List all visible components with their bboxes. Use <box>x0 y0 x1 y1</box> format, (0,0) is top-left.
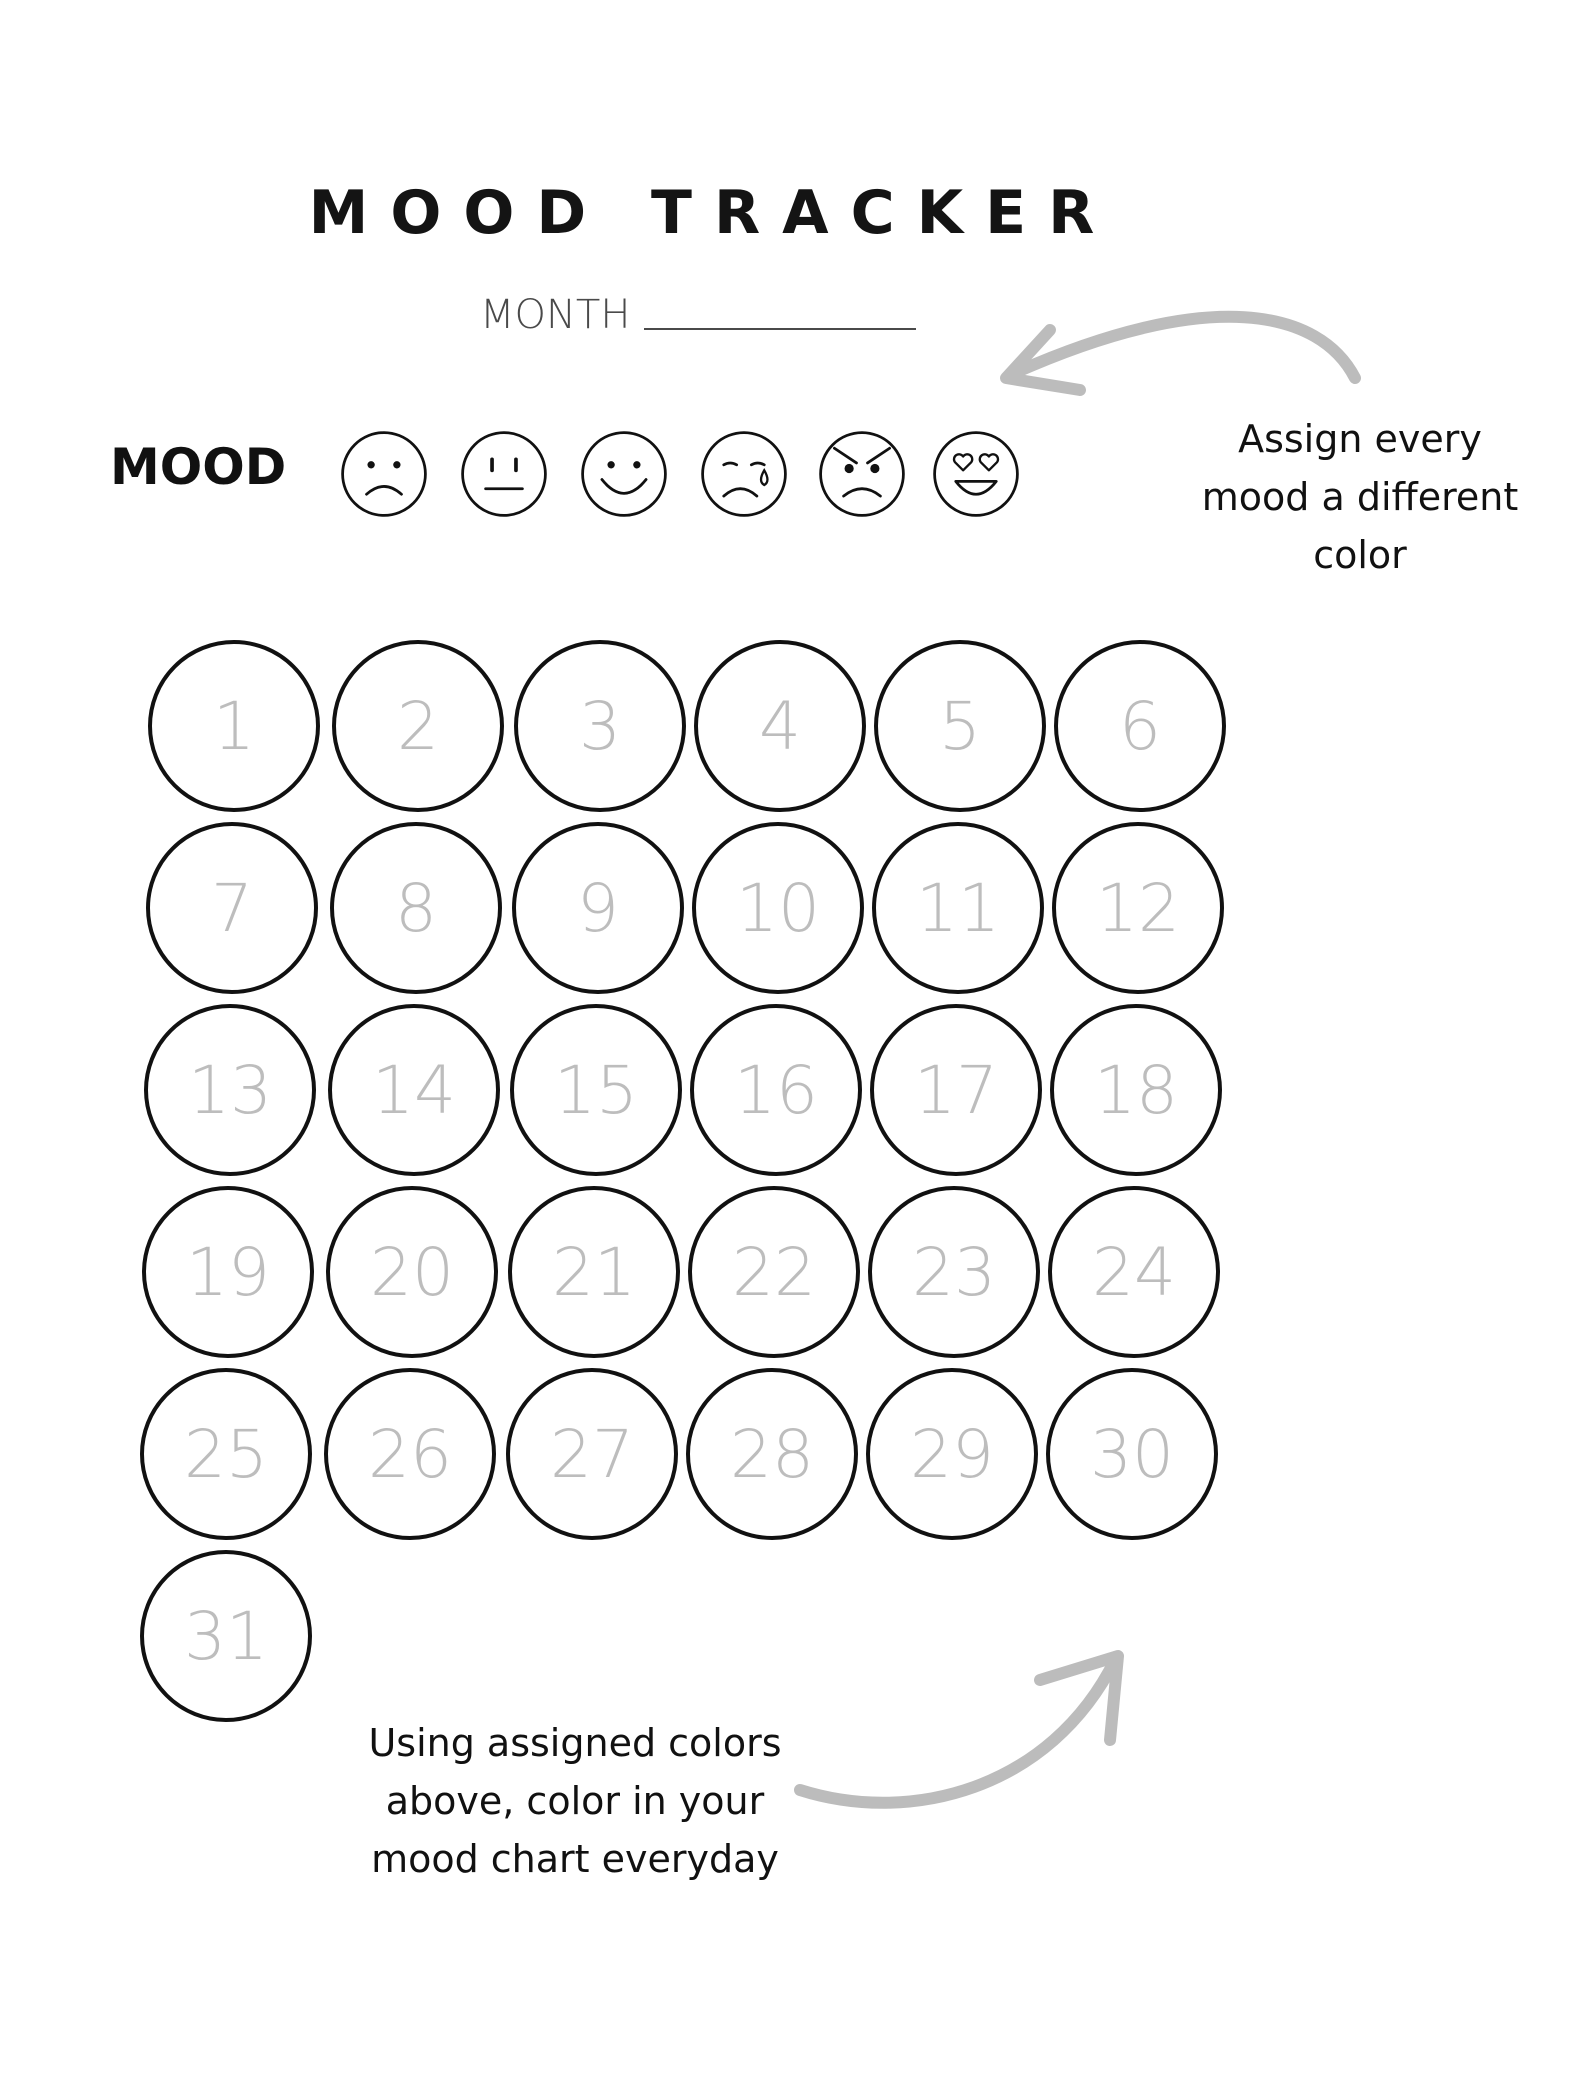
day-circle-7[interactable]: 7 <box>146 822 318 994</box>
day-circle-21[interactable]: 21 <box>508 1186 680 1358</box>
day-number: 5 <box>939 687 981 765</box>
day-circle-27[interactable]: 27 <box>506 1368 678 1540</box>
day-number: 23 <box>912 1233 996 1311</box>
day-number: 4 <box>759 687 801 765</box>
month-field[interactable]: MONTH <box>480 292 917 338</box>
happy-face-icon[interactable] <box>578 428 670 520</box>
day-circle-24[interactable]: 24 <box>1048 1186 1220 1358</box>
day-circle-20[interactable]: 20 <box>326 1186 498 1358</box>
day-circle-25[interactable]: 25 <box>140 1368 312 1540</box>
day-number: 26 <box>368 1415 452 1493</box>
day-number: 9 <box>577 869 619 947</box>
day-circle-30[interactable]: 30 <box>1046 1368 1218 1540</box>
day-circle-8[interactable]: 8 <box>330 822 502 994</box>
day-circle-16[interactable]: 16 <box>690 1004 862 1176</box>
day-number: 31 <box>184 1597 268 1675</box>
day-number: 21 <box>552 1233 636 1311</box>
note-line: above, color in your <box>385 1779 765 1823</box>
day-number: 29 <box>910 1415 994 1493</box>
day-number: 1 <box>213 687 255 765</box>
day-number: 11 <box>916 869 1000 947</box>
angry-face-icon[interactable] <box>816 428 908 520</box>
day-circle-6[interactable]: 6 <box>1054 640 1226 812</box>
day-number: 27 <box>550 1415 634 1493</box>
day-circle-9[interactable]: 9 <box>512 822 684 994</box>
day-circle-31[interactable]: 31 <box>140 1550 312 1722</box>
day-circle-22[interactable]: 22 <box>688 1186 860 1358</box>
day-number: 19 <box>186 1233 270 1311</box>
day-circle-26[interactable]: 26 <box>324 1368 496 1540</box>
bottom-arrow-icon <box>794 1650 1124 1809</box>
day-number: 7 <box>211 869 253 947</box>
day-number: 24 <box>1092 1233 1176 1311</box>
day-number: 3 <box>579 687 621 765</box>
day-number: 13 <box>188 1051 272 1129</box>
day-circle-18[interactable]: 18 <box>1050 1004 1222 1176</box>
note-line: Using assigned colors <box>368 1721 782 1765</box>
day-circle-29[interactable]: 29 <box>866 1368 1038 1540</box>
month-blank-line[interactable] <box>644 328 917 330</box>
note-line: Assign every <box>1238 417 1482 461</box>
day-number: 18 <box>1094 1051 1178 1129</box>
day-number: 17 <box>914 1051 998 1129</box>
top-arrow-icon <box>1000 310 1361 396</box>
crying-face-icon[interactable] <box>698 428 790 520</box>
day-number: 20 <box>370 1233 454 1311</box>
assign-colors-note: Assign every mood a different color <box>1160 410 1560 584</box>
day-number: 12 <box>1096 869 1180 947</box>
day-circle-17[interactable]: 17 <box>870 1004 1042 1176</box>
heart-eyes-face-icon[interactable] <box>930 428 1022 520</box>
day-number: 14 <box>372 1051 456 1129</box>
day-number: 16 <box>734 1051 818 1129</box>
day-circle-19[interactable]: 19 <box>142 1186 314 1358</box>
day-circle-5[interactable]: 5 <box>874 640 1046 812</box>
day-number: 15 <box>554 1051 638 1129</box>
color-in-note: Using assigned colors above, color in yo… <box>290 1714 860 1888</box>
day-number: 30 <box>1090 1415 1174 1493</box>
day-number: 28 <box>730 1415 814 1493</box>
day-circle-1[interactable]: 1 <box>148 640 320 812</box>
day-number: 10 <box>736 869 820 947</box>
note-line: mood chart everyday <box>371 1837 779 1881</box>
mood-label: MOOD <box>110 438 287 496</box>
note-line: mood a different <box>1201 475 1519 519</box>
day-circle-11[interactable]: 11 <box>872 822 1044 994</box>
day-circle-2[interactable]: 2 <box>332 640 504 812</box>
day-circle-12[interactable]: 12 <box>1052 822 1224 994</box>
day-circle-28[interactable]: 28 <box>686 1368 858 1540</box>
day-number: 8 <box>395 869 437 947</box>
day-circle-3[interactable]: 3 <box>514 640 686 812</box>
day-number: 2 <box>397 687 439 765</box>
day-circle-15[interactable]: 15 <box>510 1004 682 1176</box>
page-title: MOOD TRACKER <box>308 178 1117 248</box>
day-circle-14[interactable]: 14 <box>328 1004 500 1176</box>
neutral-face-icon[interactable] <box>458 428 550 520</box>
note-line: color <box>1313 533 1407 577</box>
day-circle-4[interactable]: 4 <box>694 640 866 812</box>
day-number: 6 <box>1119 687 1161 765</box>
day-number: 22 <box>732 1233 816 1311</box>
day-circle-10[interactable]: 10 <box>692 822 864 994</box>
day-circle-23[interactable]: 23 <box>868 1186 1040 1358</box>
month-label: MONTH <box>480 292 631 338</box>
day-number: 25 <box>184 1415 268 1493</box>
day-circle-13[interactable]: 13 <box>144 1004 316 1176</box>
sad-face-icon[interactable] <box>338 428 430 520</box>
